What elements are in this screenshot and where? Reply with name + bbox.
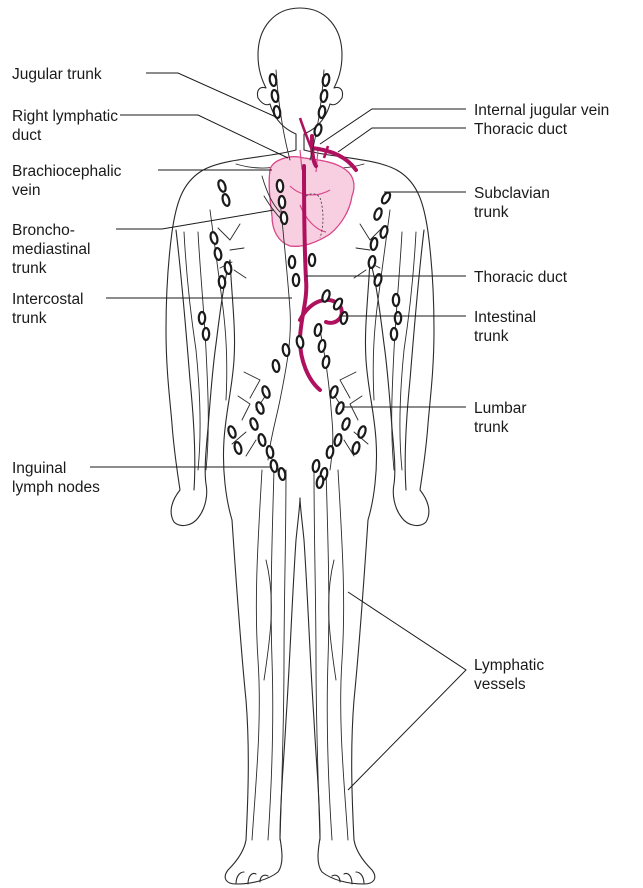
- lymph-node: [326, 446, 334, 459]
- leader-thoracic-duct-upper: [338, 128, 466, 152]
- lymph-node: [316, 476, 324, 489]
- lymph-node: [322, 74, 330, 87]
- label-thoracic-duct-upper: Thoracic duct: [474, 121, 568, 138]
- lymph-node: [255, 401, 265, 414]
- lymph-node: [368, 256, 376, 269]
- label-intercostal-trunk: Intercostal trunk: [12, 291, 88, 327]
- lymph-node: [318, 340, 326, 353]
- leader-bronchomediastinal-trunk: [116, 210, 274, 229]
- lymph-node: [266, 446, 274, 459]
- lymph-node: [227, 425, 237, 438]
- lymph-node: [357, 425, 367, 438]
- lymph-node: [261, 385, 271, 398]
- lymph-node: [221, 193, 230, 206]
- lymph-node: [296, 336, 304, 349]
- lymph-node: [270, 460, 278, 473]
- lymph-node: [276, 180, 283, 193]
- label-lumbar-trunk: Lumbar trunk: [474, 400, 531, 436]
- lymph-node: [320, 90, 328, 103]
- leader-lymphatic-vessels: [348, 592, 466, 790]
- lymph-node: [293, 274, 299, 286]
- lymph-node: [209, 231, 218, 244]
- label-right-lymphatic-duct: Right lymphatic duct: [12, 108, 122, 144]
- lymph-node: [335, 401, 345, 414]
- lymph-node: [249, 417, 259, 430]
- label-lymphatic-vessels: Lymphatic vessels: [474, 657, 548, 693]
- lymph-node: [322, 356, 330, 369]
- lymph-node: [333, 433, 342, 446]
- label-inguinal-lymph-nodes: Inguinal lymph nodes: [12, 460, 100, 496]
- lymph-node: [329, 385, 339, 398]
- lymph-node: [373, 273, 382, 286]
- leader-jugular-trunk: [146, 73, 276, 117]
- lymph-node: [289, 256, 295, 268]
- lymph-node: [257, 433, 266, 446]
- lymph-node: [341, 417, 351, 430]
- leader-right-lymphatic-duct: [120, 115, 288, 158]
- lymph-node: [312, 460, 320, 473]
- lymph-node: [217, 179, 227, 192]
- lymph-node: [395, 312, 401, 324]
- lymph-node: [272, 360, 280, 373]
- label-subclavian-trunk: Subclavian trunk: [474, 185, 554, 221]
- lymph-nodes: [199, 74, 401, 489]
- lymph-node: [218, 276, 225, 289]
- lymph-node: [393, 294, 399, 306]
- lymph-node: [269, 74, 277, 87]
- lymph-node: [278, 468, 286, 481]
- lymph-node: [214, 248, 222, 261]
- lymph-node: [391, 328, 397, 340]
- label-intestinal-trunk: Intestinal trunk: [474, 309, 540, 345]
- label-jugular-trunk: Jugular trunk: [12, 66, 102, 83]
- lymph-node: [203, 328, 209, 340]
- label-bronchomediastinal-trunk: Broncho- mediastinal trunk: [12, 222, 95, 277]
- label-brachiocephalic-vein: Brachiocephalic vein: [12, 163, 126, 199]
- lymph-node: [278, 196, 285, 209]
- lymph-node: [224, 262, 232, 275]
- lymph-node: [313, 123, 322, 136]
- body-outline: [166, 8, 434, 884]
- label-internal-jugular-vein: Internal jugular vein: [474, 102, 609, 119]
- lymph-node: [351, 441, 360, 454]
- label-thoracic-duct-lower: Thoracic duct: [474, 269, 568, 286]
- leader-internal-jugular-vein: [320, 109, 466, 144]
- lymph-node: [380, 191, 392, 205]
- lymph-node: [373, 207, 383, 220]
- lymph-node: [280, 212, 287, 225]
- lymph-node: [379, 225, 388, 238]
- lymph-node: [318, 106, 326, 119]
- lymph-node: [309, 254, 315, 266]
- lymph-node: [233, 441, 242, 454]
- lymph-node: [199, 312, 205, 324]
